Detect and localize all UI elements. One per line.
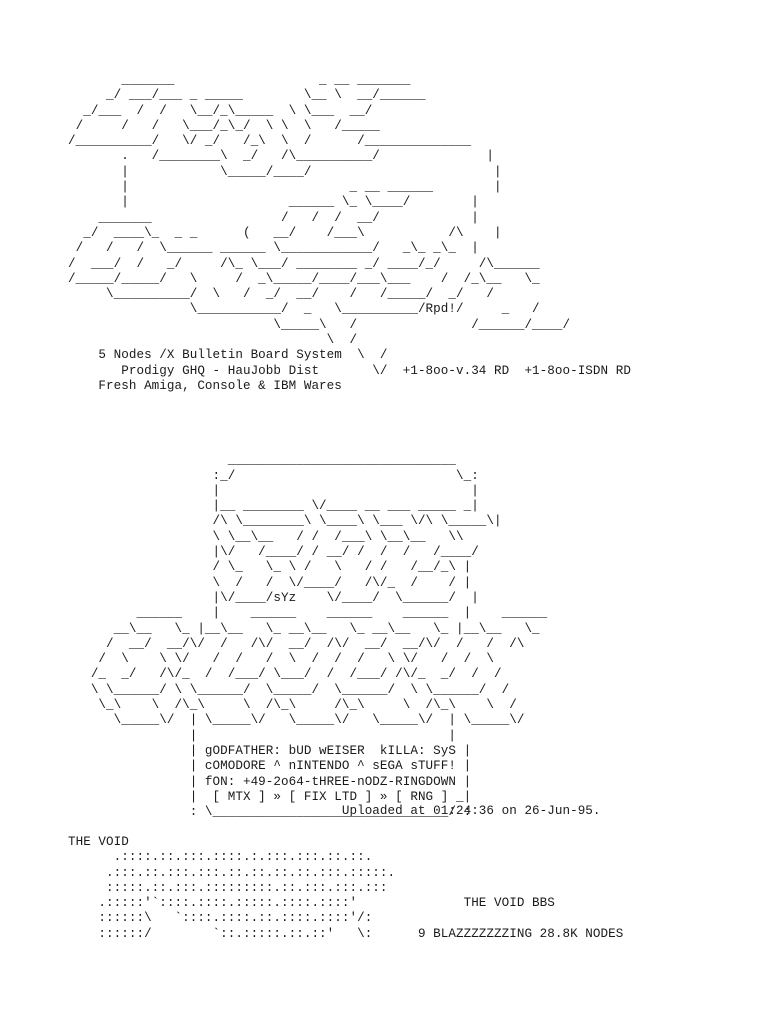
art-line: / \ \ \/ / / / \ / / / \ \/ / / \: [68, 652, 495, 667]
art-line: :_/ \_:: [68, 468, 479, 483]
upload-timestamp: Uploaded at 01:24:36 on 26-Jun-95.: [68, 804, 601, 818]
art-line: \ / / \/____/ /\/_ / / |: [68, 575, 472, 590]
art-line: . /________\ _/ /\__________/ |: [68, 149, 495, 164]
bbs-description-line: Fresh Amiga, Console & IBM Wares: [68, 378, 342, 393]
art-line: ______________________________: [68, 453, 456, 468]
ansi-logo-nodes-block: _______ _ __ _______ _/ ___/___ _ _____ …: [68, 73, 631, 394]
art-line: \_\ \ /\_\ \ /\_\ /\_\ \ /\_\ \ /: [68, 698, 517, 713]
art-line: /__________/ \/ _/ /_\ \ / /____________…: [68, 134, 472, 149]
void-bbs-block: THE VOID .::::.::.:::.::::.:.:::.:::.::.…: [68, 835, 623, 942]
art-line: : \_______________________________/ :: [68, 805, 472, 820]
info-line: | cOMODORE ^ nINTENDO ^ sEGA sTUFF! |: [68, 759, 472, 774]
art-line: / / / \______ ______ \____________/ _\_ …: [68, 241, 479, 256]
art-line: \ /: [68, 333, 358, 348]
info-line: | fON: +49-2o64-tHREE-nODZ-RINGDOWN |: [68, 774, 472, 789]
ansi-logo-info-block: ______________________________ :_/ \_: |…: [68, 438, 547, 820]
bbs-description-line: Prodigy GHQ - HauJobb Dist \/ +1-8oo-v.3…: [68, 363, 631, 378]
art-line: __\__ \_ |__\__ \_ __\__ \_ __\__ \_ |__…: [68, 621, 540, 636]
art-line: /\ \________\ \____\ \___ \/\ \_____\|: [68, 514, 502, 529]
art-line: _/ ____\_ _ _ ( __/ /___\ /\ |: [68, 225, 502, 240]
art-line: ______ | ______ ______ ______ | ______: [68, 606, 548, 621]
art-line: /_ _/ /\/_ / /___/ \___/ / /___/ /\/_ _/…: [68, 667, 502, 682]
art-line: .:::::'`::::.::::.:::::.::::.::::' THE V…: [68, 896, 555, 911]
art-line: _/ ___/___ _ _____ \__ \ __/______: [68, 88, 426, 103]
art-line: \_____\ / /______/____/: [68, 317, 571, 332]
info-line: | gODFATHER: bUD wEISER kILLA: SyS |: [68, 743, 472, 758]
art-line: ::::::\ `::::.::::.::.::::.::::'/:: [68, 911, 373, 926]
void-title-line: THE VOID: [68, 835, 129, 849]
art-line: /_____/_____/ \ / _\_____/____/___\___ /…: [68, 271, 540, 286]
art-line: :::::.::.:::.:::::::::.::.:::.:::.:::: [68, 880, 388, 895]
art-line: | ______ \_ \____/ |: [68, 195, 479, 210]
info-line: | [ MTX ] » [ FIX LTD ] » [ RNG ] _|: [68, 789, 472, 804]
art-line: \___________/ _ \__________/Rpd!/ _ /: [68, 302, 540, 317]
art-line: .:::.::.:::.:::.::.::.::.::.:::.:::::.: [68, 865, 396, 880]
art-line: _/___ / / \__/_\_____ \ \___ __/: [68, 103, 373, 118]
art-line: \ \______/ \ \______/ \_____/ \______/ \…: [68, 682, 510, 697]
art-line: _______ _ __ _______: [68, 73, 411, 87]
art-line: _______ / / / __/ |: [68, 210, 479, 225]
art-line: | \_____/____/ |: [68, 164, 502, 179]
art-line: / \_ \_ \ / \ / / /__/_\ |: [68, 560, 472, 575]
art-line: \_____\/ | \_____\/ \_____\/ \_____\/ | …: [68, 713, 525, 728]
art-line: | |: [68, 728, 456, 743]
art-line: / / / \___/_\_/ \ \ \ /_____: [68, 118, 380, 133]
art-line: \__________/ \ / _/ __/ / /_____/ _/ /: [68, 287, 495, 302]
art-line: / __/ __/\/ / /\/ __/ /\/ __/ __/\/ / / …: [68, 636, 525, 651]
art-line: |\/____/sYz \/____/ \______/ |: [68, 590, 479, 605]
art-line: | |: [68, 483, 479, 498]
bbs-description-line: 5 Nodes /X Bulletin Board System \ /: [68, 348, 388, 363]
art-line: .::::.::.:::.::::.:.:::.:::.::.::.: [68, 850, 373, 865]
art-line: |\/ /____/ / __/ / / / /____/: [68, 545, 479, 560]
art-line: / ___/ / _/ /\_ \___/ ________ _/ ____/_…: [68, 256, 540, 271]
art-line: \ \__\__ / / /___\ \__\__ \\: [68, 529, 464, 544]
art-line: ::::::/ `::.:::::.::.::' \: 9 BLAZZZZZZZ…: [68, 926, 624, 941]
art-line: |__ ________ \/____ __ ___ _____ _|: [68, 499, 479, 514]
art-line: | _ __ ______ |: [68, 180, 502, 195]
